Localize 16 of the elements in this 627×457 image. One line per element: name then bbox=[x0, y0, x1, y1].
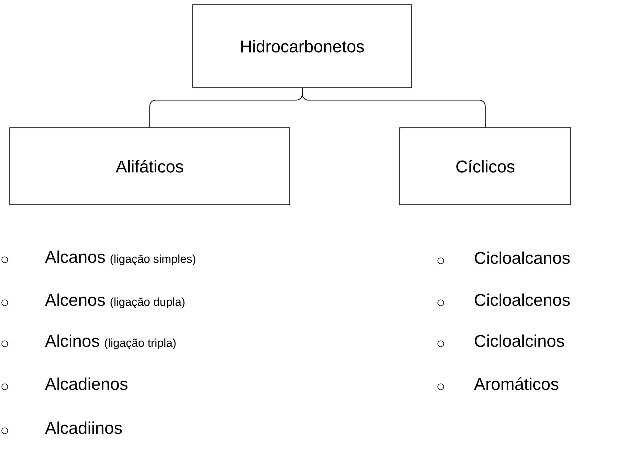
list-item: Alcinos bbox=[45, 334, 100, 348]
list-item: Alcanos bbox=[45, 250, 106, 264]
list-item: Aromáticos bbox=[474, 378, 559, 390]
note: (ligação simples) bbox=[110, 254, 196, 266]
category-box: Hidrocarbonetos bbox=[192, 4, 412, 88]
list-item: Cicloalcenos bbox=[475, 294, 570, 306]
list-item: Cicloalcanos bbox=[475, 252, 570, 264]
list-item: Alcadiinos bbox=[45, 422, 122, 434]
note: (ligação tripla) bbox=[105, 338, 176, 350]
list-item: Cicloalcinos bbox=[475, 334, 564, 348]
category-box: Cíclicos bbox=[400, 128, 572, 206]
list-item: Alcadienos bbox=[45, 378, 128, 390]
list-item: Alcenos bbox=[45, 294, 106, 306]
brace bbox=[302, 88, 486, 128]
category-box: Alifáticos bbox=[10, 128, 290, 206]
note: (ligação dupla) bbox=[110, 298, 185, 308]
